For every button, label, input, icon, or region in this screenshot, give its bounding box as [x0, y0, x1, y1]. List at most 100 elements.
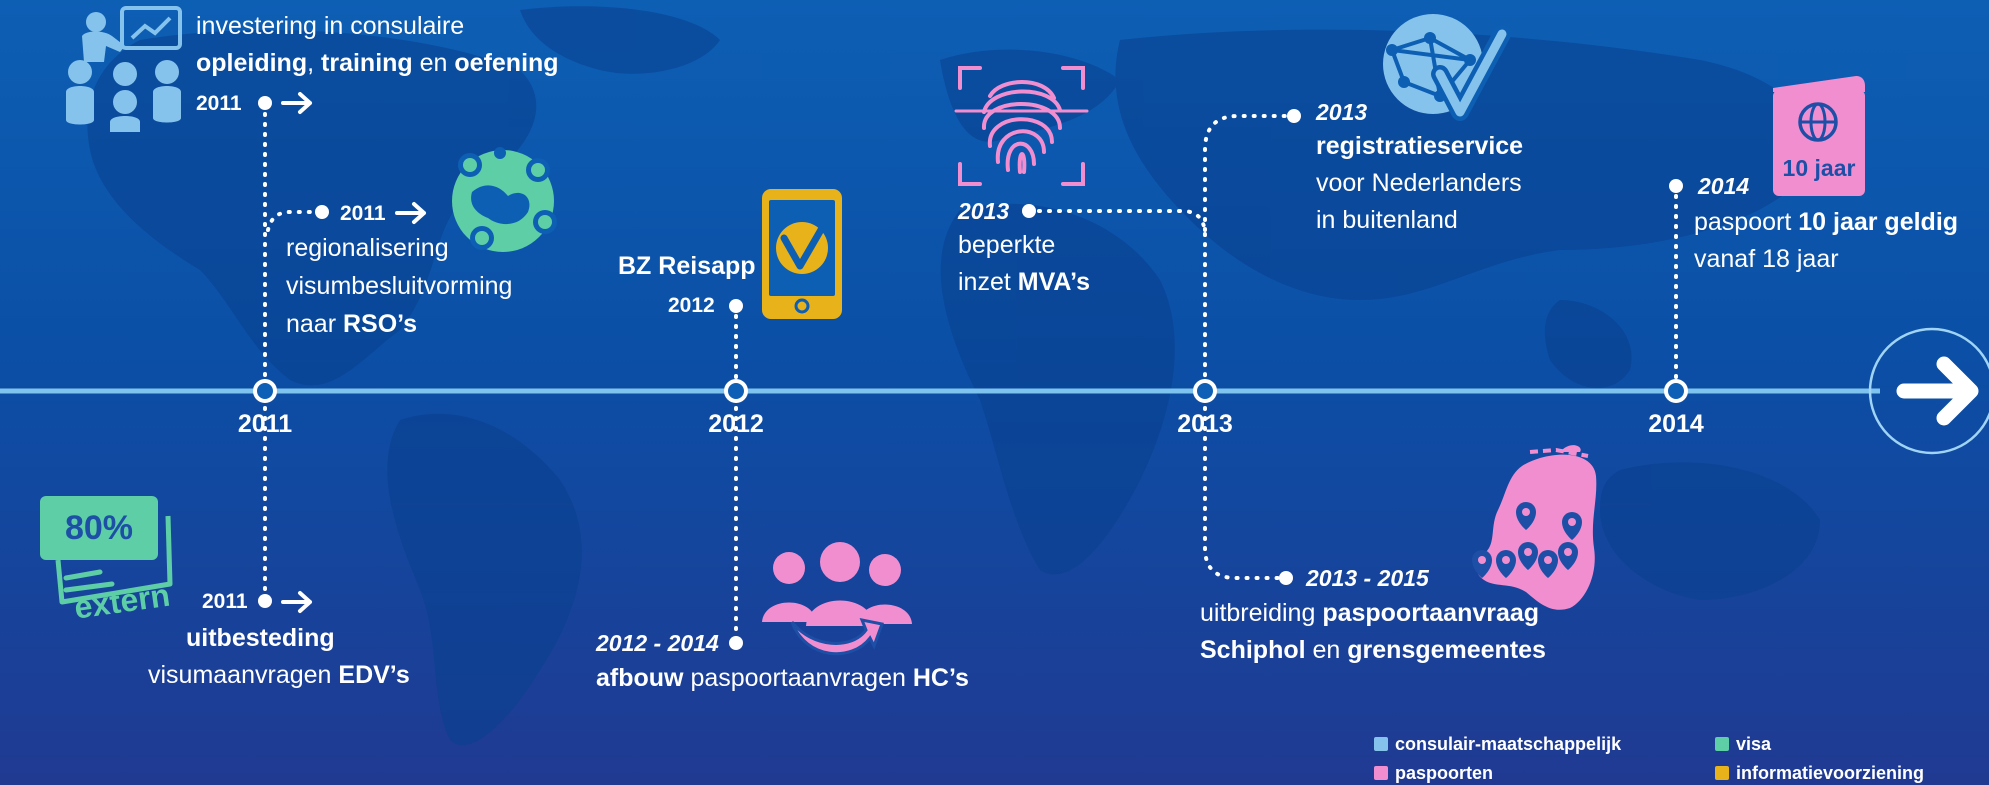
- text-segment: ,: [307, 49, 322, 77]
- text-segment: Schiphol: [1200, 636, 1306, 664]
- tick-node-2011: [253, 379, 277, 403]
- smartphone-app-icon: [762, 189, 842, 319]
- tick-node-2014: [1664, 379, 1688, 403]
- tick-node-2013: [1193, 379, 1217, 403]
- text-segment: visumaanvragen: [148, 661, 339, 689]
- text-segment: paspoortaanvragen: [683, 664, 913, 692]
- tick-label-2014: 2014: [1648, 410, 1704, 438]
- marker-dot-afbouw: [729, 636, 743, 650]
- marker-dot-mva: [1022, 204, 1036, 218]
- passport-icon: [1773, 76, 1865, 196]
- fingerprint-scan-icon: [954, 66, 1089, 186]
- text-segment: paspoortaanvraag: [1322, 599, 1540, 627]
- event-paspoort10-year: 2014: [1698, 173, 1750, 199]
- marker-dot-paspoort10: [1669, 179, 1683, 193]
- legend-label: informatievoorziening: [1736, 763, 1925, 783]
- legend-swatch-visa: [1715, 737, 1729, 751]
- legend-item-informatie: informatievoorziening: [1715, 763, 1924, 783]
- text-segment: HC’s: [912, 664, 969, 692]
- event-uitbreiding-line2: Schiphol en grensgemeentes: [1200, 632, 1546, 669]
- text-segment: grensgemeentes: [1347, 636, 1546, 664]
- text-segment: training: [321, 49, 413, 77]
- tick-node-2012: [724, 379, 748, 403]
- legend-item-paspoorten: paspoorten: [1374, 763, 1493, 783]
- event-registratie-year: 2013: [1316, 99, 1368, 125]
- text-segment: uitbreiding: [1200, 599, 1323, 627]
- text-segment: paspoort: [1694, 208, 1799, 236]
- text-segment: en: [412, 49, 455, 77]
- netherlands-map-pins-icon: [1472, 445, 1597, 610]
- event-regionalisering-year: 2011: [340, 202, 386, 225]
- connector-regionalisering: [266, 210, 324, 232]
- event-mva-year: 2013: [958, 198, 1010, 224]
- text-segment: afbouw: [596, 664, 684, 692]
- marker-dot-registratie: [1287, 109, 1301, 123]
- event-uitbreiding-year: 2013 - 2015: [1306, 565, 1429, 591]
- event-uitbesteding-year: 2011: [202, 590, 248, 613]
- event-opleiding-line1: investering in consulaire: [196, 12, 465, 40]
- text-segment: en: [1305, 636, 1348, 664]
- outsourcing-ticket-icon: [40, 496, 173, 605]
- event-afbouw-year: 2012 - 2014: [596, 630, 719, 656]
- event-afbouw-line1: afbouw paspoortaanvragen HC’s: [596, 660, 969, 697]
- training-presentation-icon: [66, 6, 182, 132]
- legend-swatch-paspoorten: [1374, 766, 1388, 780]
- badge-percent: 80%: [64, 509, 134, 547]
- event-mva-line1: beperkte: [958, 231, 1056, 259]
- legend-swatch-informatie: [1715, 766, 1729, 780]
- marker-dot-opleiding: [258, 96, 272, 110]
- passport-badge: 10 jaar: [1782, 155, 1856, 181]
- event-uitbesteding-line1: uitbesteding: [186, 624, 335, 652]
- event-regionalisering-line3: naar RSO’s: [286, 306, 417, 343]
- event-uitbesteding-line2: visumaanvragen EDV’s: [148, 657, 410, 694]
- event-uitbreiding-line1: uitbreiding paspoortaanvraag: [1200, 595, 1539, 632]
- event-reisapp-year: 2012: [668, 294, 715, 317]
- event-opleiding-year: 2011: [196, 92, 242, 115]
- event-reisapp-title: BZ Reisapp: [618, 252, 756, 280]
- arrow-right-icon: [281, 92, 312, 114]
- globe-network-icon: [452, 147, 557, 252]
- marker-dot-reisapp: [729, 299, 743, 313]
- event-registratie-line3: in buitenland: [1316, 206, 1458, 234]
- globe-check-icon: [1383, 14, 1511, 121]
- tick-label-2012: 2012: [708, 410, 764, 438]
- text-segment: EDV’s: [338, 661, 410, 689]
- arrow-right-icon: [395, 202, 426, 224]
- event-registratie-line1: registratieservice: [1316, 132, 1524, 160]
- next-arrow-button[interactable]: [1868, 327, 1989, 455]
- text-segment: opleiding: [196, 49, 308, 77]
- text-segment: oefening: [454, 49, 559, 77]
- world-map-background: [87, 6, 1820, 746]
- event-paspoort10-line1: paspoort 10 jaar geldig: [1694, 204, 1958, 241]
- people-reduction-icon: [762, 542, 912, 656]
- marker-dot-regionalisering: [315, 205, 329, 219]
- legend-label: paspoorten: [1395, 763, 1494, 783]
- event-mva-line2: inzet MVA’s: [958, 264, 1090, 301]
- legend-item-visa: visa: [1715, 734, 1771, 754]
- event-opleiding-line2: opleiding, training en oefening: [196, 45, 559, 82]
- text-segment: inzet: [958, 268, 1018, 296]
- legend-item-consulair: consulair-maatschappelijk: [1374, 734, 1621, 754]
- marker-dot-uitbesteding: [258, 594, 272, 608]
- event-registratie-line2: voor Nederlanders: [1316, 169, 1522, 197]
- event-paspoort10-line2: vanaf 18 jaar: [1694, 245, 1839, 273]
- text-segment: RSO’s: [342, 310, 418, 338]
- event-regionalisering-line2: visumbesluitvorming: [286, 272, 513, 300]
- marker-dot-uitbreiding: [1279, 571, 1293, 585]
- legend-swatch-consulair: [1374, 737, 1388, 751]
- arrow-right-icon: [1896, 356, 1979, 426]
- legend-label: consulair-maatschappelijk: [1395, 734, 1622, 754]
- connector-uitbreiding: [1203, 396, 1288, 580]
- legend-label: visa: [1736, 734, 1772, 754]
- event-regionalisering-line1: regionalisering: [286, 234, 449, 262]
- text-segment: MVA’s: [1017, 268, 1091, 296]
- arrow-right-icon: [281, 591, 312, 613]
- tick-label-2013: 2013: [1177, 410, 1233, 438]
- text-segment: 10 jaar geldig: [1798, 208, 1959, 236]
- connector-mva: [1027, 209, 1207, 387]
- text-segment: naar: [286, 310, 343, 338]
- tick-label-2011: 2011: [237, 410, 293, 438]
- connector-registratie: [1203, 114, 1296, 232]
